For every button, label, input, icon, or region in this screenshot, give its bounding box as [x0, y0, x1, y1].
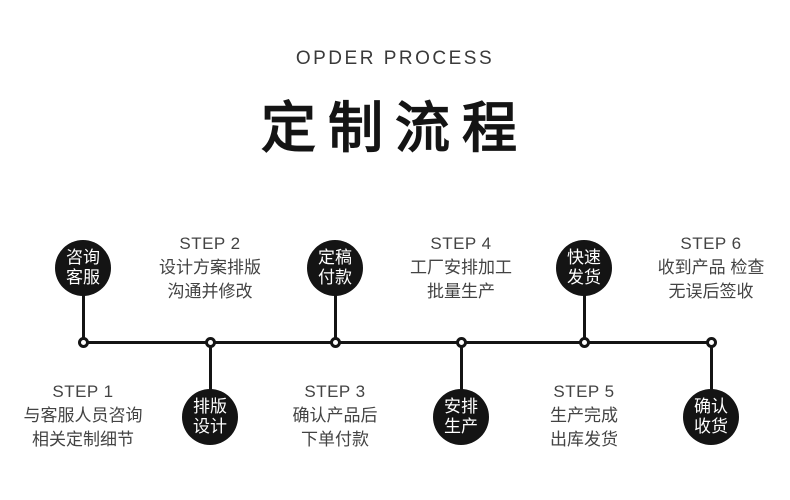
step-text-3: STEP 3 确认产品后 下单付款: [240, 380, 430, 452]
step-description-line: 收到产品 检查: [657, 258, 765, 277]
step-label: STEP 4: [430, 234, 492, 253]
step-description-line: 生产完成: [550, 406, 618, 425]
step-label: STEP 5: [553, 382, 615, 401]
step-badge-line: 定稿: [318, 248, 352, 267]
timeline-node-dot: [329, 337, 341, 348]
timeline-node-dot: [455, 337, 467, 348]
step-badge-1: 咨询 客服: [55, 240, 111, 296]
step-description-line: 批量生产: [427, 282, 495, 301]
step-badge-3: 定稿 付款: [307, 240, 363, 296]
step-description-line: 确认产品后: [292, 406, 378, 425]
step-description-line: 无误后签收: [668, 282, 754, 301]
connector-line: [333, 293, 337, 343]
step-badge-line: 咨询: [66, 248, 100, 267]
step-badge-6: 确认 收货: [683, 389, 739, 445]
connector-line: [582, 293, 586, 343]
step-description-line: 设计方案排版: [159, 258, 261, 277]
step-description-line: 下单付款: [301, 430, 369, 449]
step-description-line: 出库发货: [550, 430, 618, 449]
step-label: STEP 3: [304, 382, 366, 401]
step-badge-line: 收货: [694, 417, 728, 436]
step-description-line: 工厂安排加工: [410, 258, 512, 277]
step-badge-line: 快速: [567, 248, 601, 267]
step-text-2: STEP 2 设计方案排版 沟通并修改: [115, 232, 305, 304]
connector-line: [459, 343, 463, 391]
step-description-line: 相关定制细节: [32, 430, 134, 449]
timeline-line: [83, 341, 711, 344]
step-badge-line: 设计: [193, 417, 227, 436]
step-label: STEP 1: [52, 382, 114, 401]
step-badge-line: 确认: [694, 397, 728, 416]
timeline-node-dot: [77, 337, 89, 348]
step-text-4: STEP 4 工厂安排加工 批量生产: [366, 232, 556, 304]
step-badge-line: 安排: [444, 397, 478, 416]
page-title: 定制流程: [260, 97, 529, 159]
step-label: STEP 6: [680, 234, 742, 253]
step-badge-line: 付款: [318, 268, 352, 287]
step-badge-2: 排版 设计: [182, 389, 238, 445]
timeline-node-dot: [204, 337, 216, 348]
step-badge-line: 排版: [193, 397, 227, 416]
step-badge-line: 生产: [444, 417, 478, 436]
step-description-line: 与客服人员咨询: [23, 406, 143, 425]
connector-line: [81, 293, 85, 343]
step-badge-5: 快速 发货: [556, 240, 612, 296]
connector-line: [709, 343, 713, 391]
step-badge-line: 发货: [567, 268, 601, 287]
timeline-node-dot: [578, 337, 590, 348]
timeline-node-dot: [705, 337, 717, 348]
step-badge-line: 客服: [66, 268, 100, 287]
step-badge-4: 安排 生产: [433, 389, 489, 445]
step-text-1: STEP 1 与客服人员咨询 相关定制细节: [0, 380, 178, 452]
connector-line: [208, 343, 212, 391]
step-label: STEP 2: [179, 234, 241, 253]
step-text-6: STEP 6 收到产品 检查 无误后签收: [616, 232, 790, 304]
page-subtitle: OPDER PROCESS: [295, 48, 495, 69]
step-description-line: 沟通并修改: [167, 282, 253, 301]
step-text-5: STEP 5 生产完成 出库发货: [489, 380, 679, 452]
